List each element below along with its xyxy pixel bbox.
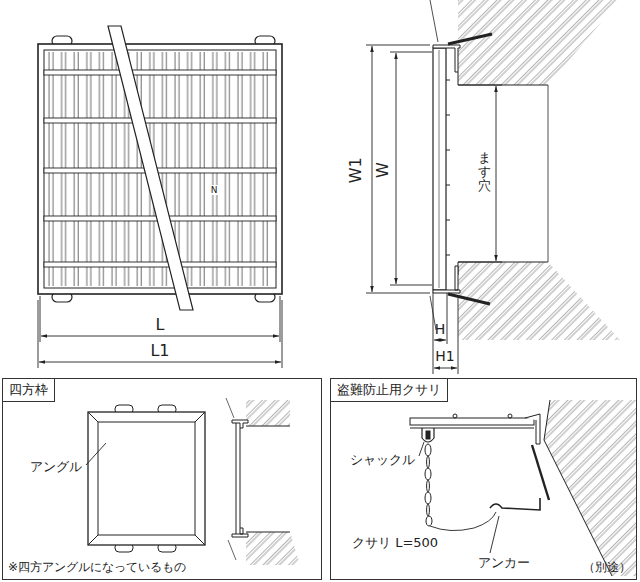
section-view [430, 0, 620, 340]
dimension-label: H1 [435, 348, 454, 364]
note-text: ※四方アングルになっているもの [8, 561, 186, 575]
dimension-label: W1 [347, 157, 365, 183]
figure-panel: 四方枠 [2, 378, 322, 580]
figure-panel: 盗難防止用クサリ [330, 378, 637, 580]
note-text: （別途） [583, 561, 631, 575]
part-label: シャックル [350, 453, 415, 468]
dimension-label: W [374, 162, 392, 178]
panel-heading: 盗難防止用クサリ [331, 379, 448, 402]
part-label: クサリ L=500 [352, 536, 438, 551]
panel-heading: 四方枠 [3, 379, 55, 402]
dimension-lines [38, 45, 502, 374]
dimension-label: L [156, 316, 165, 334]
dimension-label: ます穴 [478, 151, 491, 194]
dimension-label: H [435, 321, 446, 337]
square-frame-figure [86, 398, 300, 565]
mark-letter: N [210, 185, 219, 195]
part-label: アンカー [478, 556, 530, 571]
chain-figure [410, 400, 636, 576]
part-label: アングル [30, 460, 82, 475]
dimension-label: L1 [150, 342, 169, 360]
grating-plan [38, 26, 282, 310]
